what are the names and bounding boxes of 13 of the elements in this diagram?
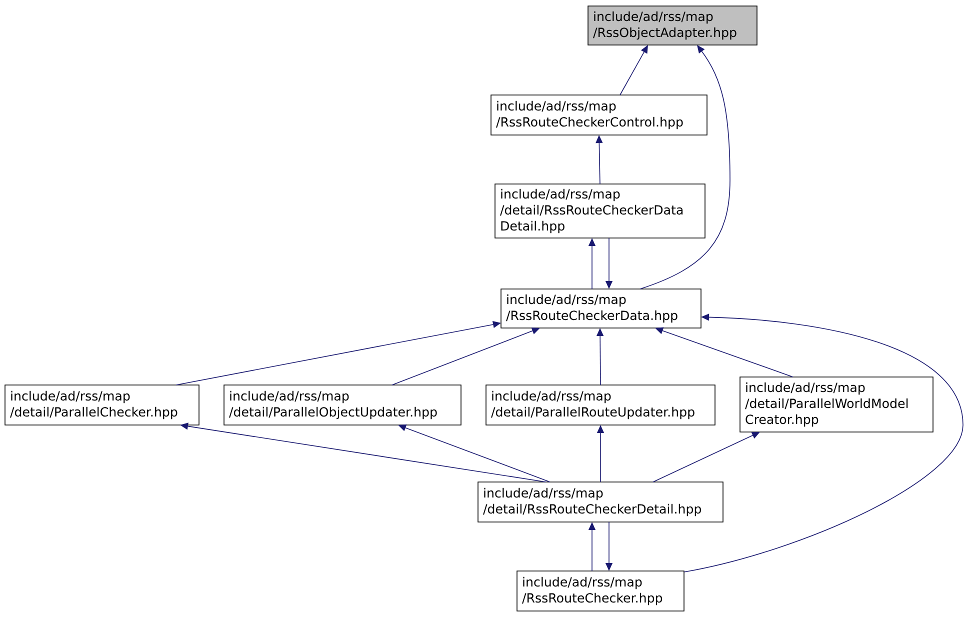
arrow (640, 45, 730, 290)
file-box: include/ad/rss/map /detail/ParallelRouteUpdater.hpp (486, 384, 716, 426)
file-box: include/ad/rss/map /detail/RssRouteCheckerData Detail.hpp (494, 184, 706, 238)
file-box: include/ad/rss/map /RssRouteCheckerControl.hpp (490, 94, 708, 136)
arrow (684, 314, 964, 572)
file-box: include/ad/rss/map /RssRouteCheckerData.hpp (500, 288, 702, 328)
arrow (620, 45, 648, 96)
file-box: include/ad/rss/map /RssObjectAdapter.hpp (588, 6, 758, 46)
file-box: include/ad/rss/map /detail/ParallelWorldModel Creator.hpp (740, 376, 934, 432)
file-box: include/ad/rss/map /RssRouteChecker.hpp (516, 570, 684, 612)
file-box: include/ad/rss/map /detail/ParallelObjectUpdater.hpp (224, 384, 462, 426)
file-box: include/ad/rss/map /detail/ParallelChecker.hpp (4, 384, 200, 426)
file-box: include/ad/rss/map /detail/RssRouteCheckerDetail.hpp (478, 482, 724, 522)
